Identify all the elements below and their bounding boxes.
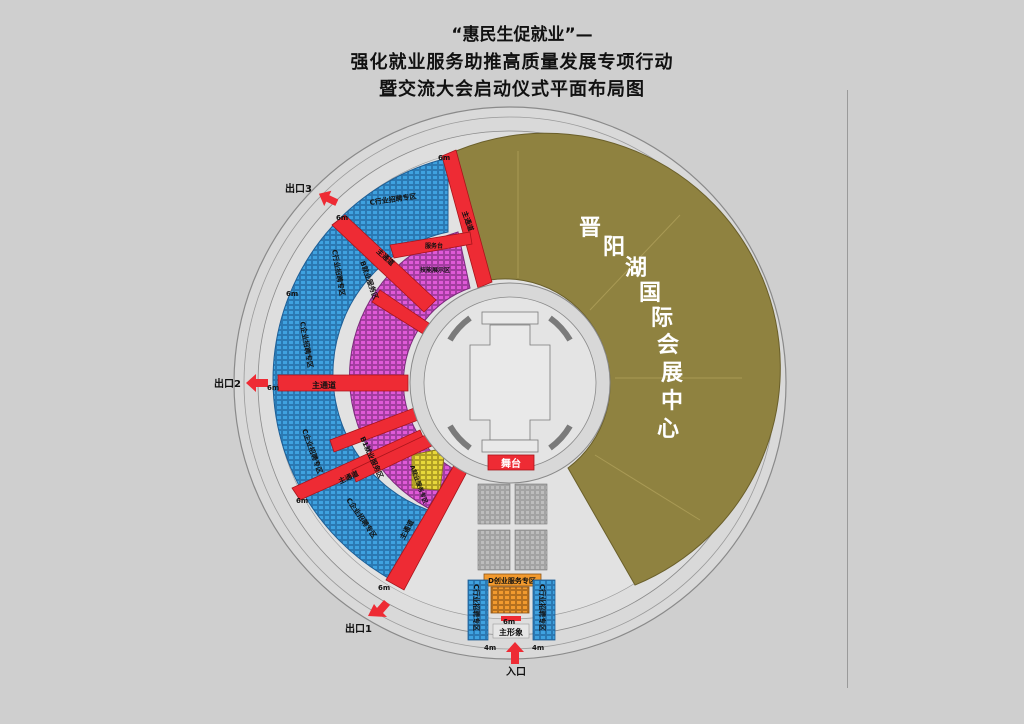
exit-1-arrow — [368, 600, 390, 617]
main-image-block — [492, 623, 530, 639]
passage-label-1: 主通道 — [312, 380, 336, 390]
venue-name-char-9: 心 — [657, 417, 679, 442]
title-line-1: “惠民生促就业”— — [451, 25, 593, 45]
exit-2-label: 出口2 — [214, 377, 241, 390]
venue-name-char-8: 中 — [661, 389, 683, 414]
venue-name-char-1: 晋 — [579, 216, 601, 241]
entrance-arrow — [506, 642, 524, 664]
venue-name-char-7: 展 — [661, 361, 683, 386]
width-6m-bottom-left: 6m — [378, 584, 390, 592]
stage-label: 舞台 — [501, 457, 521, 470]
page-divider — [847, 90, 848, 688]
exit-2-arrow — [246, 374, 268, 392]
width-6m-left-lower: 6m — [296, 497, 308, 505]
width-4m-left: 4m — [484, 644, 496, 652]
width-6m-left: 6m — [267, 384, 279, 392]
venue-name-char-3: 湖 — [625, 256, 647, 281]
exit-1-label: 出口1 — [345, 622, 372, 635]
stage — [487, 454, 535, 471]
exit-3-label: 出口3 — [285, 182, 312, 195]
zone-c-entry-left-label: C行业招聘专区 — [472, 584, 481, 631]
width-6m-left-upper: 6m — [286, 290, 298, 298]
title-line-3: 暨交流大会启动仪式平面布局图 — [379, 79, 645, 100]
audience-seating — [477, 483, 548, 571]
zone-pink-1-label: 服务台 — [425, 242, 443, 250]
zone-c-entry-right-label: C行业招聘专区 — [538, 584, 547, 631]
main-image-label: 主形象 — [499, 627, 523, 637]
title-line-2: 强化就业服务助推高质量发展专项行动 — [350, 52, 674, 73]
main-passages — [277, 149, 493, 591]
zone-d-label: D创业服务专区 — [488, 576, 536, 585]
venue-name-char-5: 际 — [651, 306, 673, 331]
entrance-label: 入口 — [506, 666, 526, 678]
zone-pink-2-label: 技能展示区 — [420, 266, 450, 274]
width-4m-right: 4m — [532, 644, 544, 652]
zone-c-recruitment-band — [272, 157, 449, 581]
width-6m-upper-left: 6m — [336, 214, 348, 222]
venue-name-char-4: 国 — [639, 281, 661, 306]
width-6m-lower: 6m — [503, 618, 515, 626]
venue-name-char-6: 会 — [657, 332, 679, 358]
width-6m-top: 6m — [438, 154, 450, 162]
exit-3-arrow — [318, 190, 339, 207]
venue-name-char-2: 阳 — [603, 235, 625, 260]
venue-name: 晋 阳 湖 国 际 会 展 中 心 — [579, 216, 683, 442]
